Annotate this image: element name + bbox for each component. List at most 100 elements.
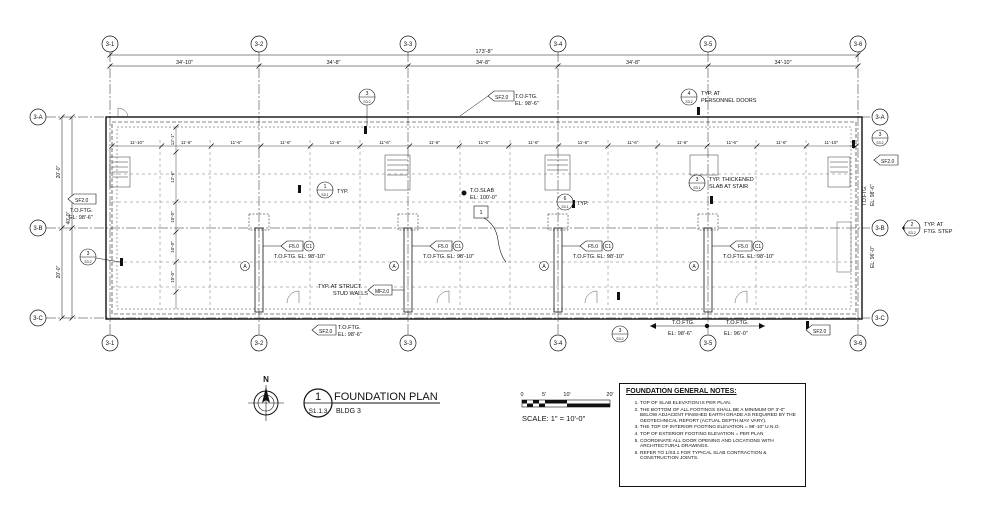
c1-label: C1 — [605, 244, 612, 250]
ftg-el-label: T.O.FTG. EL: 98'-10" — [723, 254, 774, 260]
top-ftg-el: EL: 98'-6" — [515, 101, 539, 107]
detail1-num: 1 — [324, 184, 327, 190]
sub-dimension: 11'-6" — [478, 140, 490, 145]
grid-label: 3-6 — [854, 341, 863, 347]
c1-label: C1 — [455, 244, 462, 250]
typ-struct-label: TYP. AT STRUCT. — [318, 284, 362, 290]
detail3-left-num: 3 — [87, 251, 90, 257]
grid-bubble-3-5: 3-5 — [699, 334, 717, 352]
grid-bubble-3-5: 3-5 — [699, 35, 717, 53]
sf20-bl-label: SF2.0 — [319, 329, 333, 335]
right-el2: EL: 96'-0" — [870, 246, 876, 268]
scale-tick-0: 0 — [520, 392, 523, 398]
mf20-label: MF2.0 — [375, 289, 389, 295]
sub-dimension: 11'-6" — [330, 140, 342, 145]
grid-bubble-3-4: 3-4 — [549, 334, 567, 352]
inner-dimension: 10'-0" — [170, 241, 175, 253]
bay-dimension: 34'-10" — [176, 60, 193, 66]
detail3-left-sheet: S3.2 — [84, 260, 91, 264]
grid-label: 3-5 — [704, 42, 713, 48]
sf20-left-label: SF2.0 — [75, 198, 89, 204]
grid-label: 3-6 — [854, 42, 863, 48]
sub-dimension: 11'-6" — [726, 140, 738, 145]
f50-label: F5.0 — [438, 244, 448, 250]
grid-label: 3-4 — [554, 42, 563, 48]
bay-dimension: 34'-8" — [626, 60, 640, 66]
sub-dimension: 11'-6" — [677, 140, 689, 145]
foundation-general-notes: FOUNDATION GENERAL NOTES: TOP OF SLAB EL… — [619, 383, 806, 487]
scale-bar: 0 5' 10' 20' SCALE: 1" = 10'-0" — [520, 392, 613, 423]
ftg-el-label: T.O.FTG. EL: 98'-10" — [274, 254, 325, 260]
ftg-el-label: T.O.FTG. EL: 98'-10" — [573, 254, 624, 260]
typ2-label: TYP. — [577, 201, 589, 207]
sub-dimension: 11'-10" — [824, 140, 838, 145]
sub-dimension: 11'-6" — [181, 140, 193, 145]
tos-el: EL: 100'-0" — [470, 195, 497, 201]
b-tofg1: T.O.FTG. — [672, 320, 695, 326]
grid-label: 3-3 — [404, 42, 413, 48]
grid-bubble-3-6: 3-6 — [849, 334, 867, 352]
grid-bubble-3-4: 3-4 — [549, 35, 567, 53]
grid-label: 3-4 — [554, 341, 563, 347]
grid-bubble-3-C: 3-C — [29, 309, 47, 327]
detail4-num: 4 — [688, 91, 691, 97]
note-item: THE BOTTOM OF ALL FOOTINGS SHALL BE A MI… — [640, 408, 799, 425]
sf20-tag-top — [487, 90, 515, 102]
grid-label: 3-2 — [255, 341, 264, 347]
interior-footings — [248, 213, 719, 313]
grid-bubble-3-A: 3-A — [29, 108, 47, 126]
bay-dimension: 34'-8" — [326, 60, 340, 66]
detail3-top-num: 3 — [366, 91, 369, 97]
ftg-step-label: FTG. STEP — [924, 229, 953, 235]
sub-dimension: 11'-6" — [776, 140, 788, 145]
detail2-num: 2 — [911, 222, 914, 228]
sub-dimension: 11'-6" — [379, 140, 391, 145]
scale-text: SCALE: 1" = 10'-0" — [522, 414, 586, 423]
north-label: N — [263, 375, 269, 384]
detail3-b-num: 3 — [619, 328, 622, 334]
detail6-sheet: S3.1 — [561, 205, 568, 209]
detail2-sheet: S3.2 — [908, 231, 915, 235]
grid-bubble-3-1: 3-1 — [101, 334, 119, 352]
left-dimension: 40'-0" — [66, 211, 72, 224]
top-ftg-label: T.O.FTG. — [515, 94, 538, 100]
grid-bubble-3-3: 3-3 — [399, 334, 417, 352]
sub-dimension: 11'-6" — [280, 140, 292, 145]
grid-bubble-3-B: 3-B — [29, 219, 47, 237]
b-el1: EL: 98'-6" — [668, 331, 692, 337]
typ-at2-label: TYP. AT — [924, 222, 944, 228]
typ-at-label: TYP. AT — [701, 91, 721, 97]
grid-bubble-3-C: 3-C — [871, 309, 889, 327]
inner-dimension: 12'-6" — [170, 171, 175, 183]
a-label: A — [243, 264, 247, 270]
drawing-subtitle: BLDG 3 — [336, 408, 361, 415]
inner-dimension: 10'-0" — [170, 211, 175, 223]
grid-label: 3-C — [33, 316, 43, 322]
detail3-stair-num: 3 — [696, 177, 699, 183]
slab-at-stair-label: SLAB AT STAIR — [709, 184, 748, 190]
dimension-strings: 173'-8"34'-10"34'-8"34'-8"34'-8"34'-10"1… — [56, 49, 861, 321]
grid-bubble-3-3: 3-3 — [399, 35, 417, 53]
f50-label: F5.0 — [289, 244, 299, 250]
grid-label: 3-B — [33, 226, 42, 232]
bl-tofg-label: T.O.FTG. — [338, 325, 361, 331]
overall-dimension: 173'-8" — [475, 49, 492, 55]
c1-label: C1 — [755, 244, 762, 250]
detail1-sheet: S3.1 — [321, 193, 328, 197]
building-outline — [105, 116, 863, 320]
sub-dimension: 11'-10" — [130, 140, 144, 145]
tag1: 1 — [479, 210, 482, 216]
bay-dimension: 34'-10" — [774, 60, 791, 66]
grid-label: 3-A — [33, 115, 42, 121]
slab-joints — [112, 140, 856, 310]
grid-label: 3-2 — [255, 42, 264, 48]
grid-label: 3-3 — [404, 341, 413, 347]
note-item: COORDINATE ALL DOOR OPENING AND LOCATION… — [640, 439, 799, 450]
right-tofg-label: T.O.FTG. — [862, 185, 868, 206]
door-openings — [117, 107, 852, 304]
left-dimension: 20'-0" — [56, 165, 62, 178]
